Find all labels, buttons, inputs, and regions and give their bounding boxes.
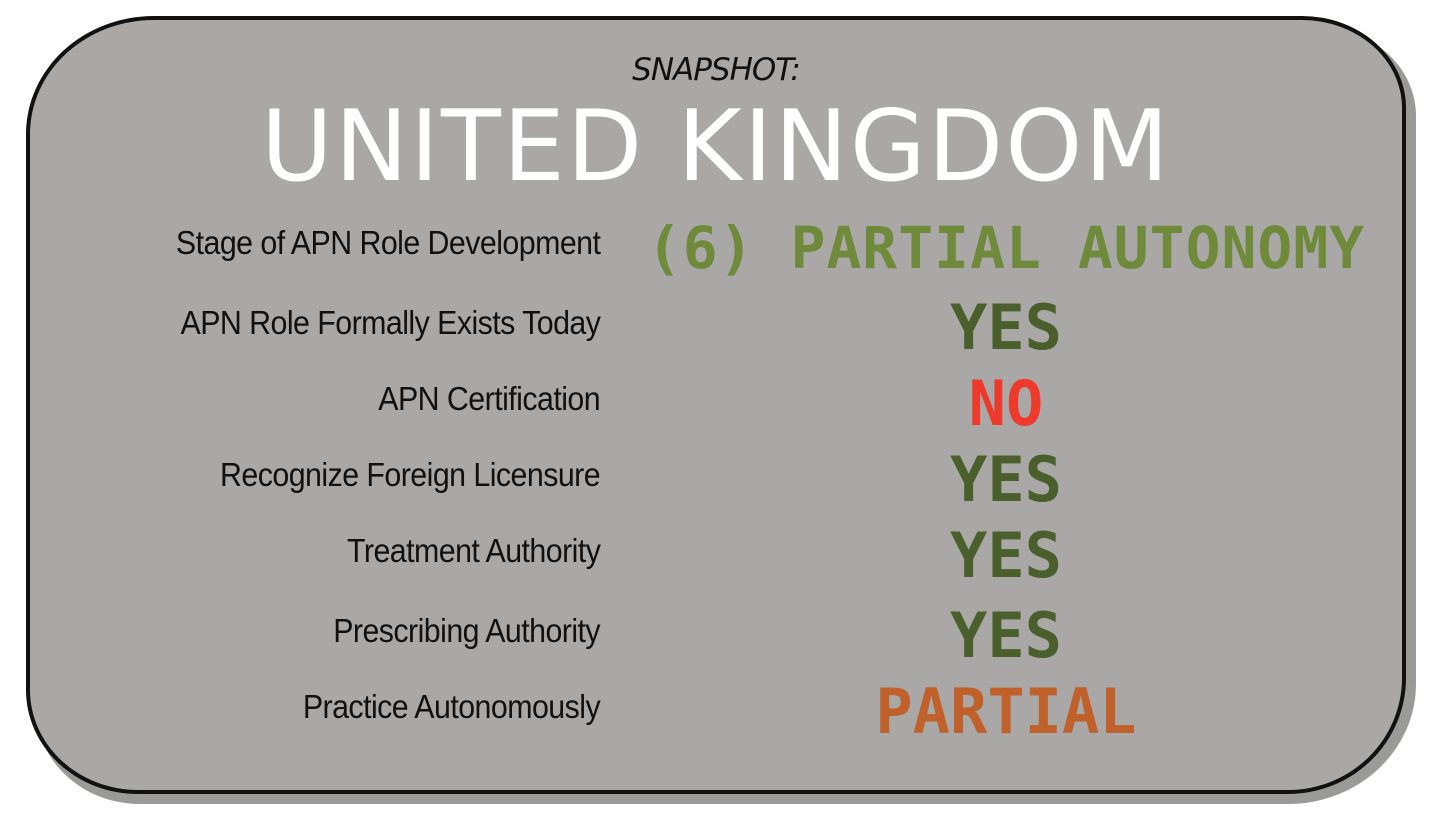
row-treatment-authority: Treatment Authority YES [0,518,1432,594]
row-stage: Stage of APN Role Development (6) PARTIA… [0,210,1432,286]
row-value: YES [950,443,1062,516]
snapshot-subtitle: SNAPSHOT: [632,52,801,88]
row-label: Recognize Foreign Licensure [219,456,601,493]
row-label: Stage of APN Role Development [175,224,601,261]
row-label: Treatment Authority [346,532,601,569]
row-value: YES [950,519,1062,592]
row-label: Prescribing Authority [333,612,600,649]
row-certification: APN Certification NO [0,366,1432,442]
row-value: NO [968,367,1044,440]
row-value: YES [950,599,1062,672]
row-role-exists: APN Role Formally Exists Today YES [0,290,1432,366]
row-value: YES [950,291,1062,364]
row-prescribing-authority: Prescribing Authority YES [0,598,1432,674]
snapshot-card [26,16,1406,794]
row-value: (6) PARTIAL AUTONOMY [646,214,1366,282]
row-label: Practice Autonomously [302,688,601,725]
country-title: UNITED KINGDOM [261,90,1171,204]
row-foreign-licensure: Recognize Foreign Licensure YES [0,442,1432,518]
row-label: APN Certification [378,380,600,417]
row-practice-autonomously: Practice Autonomously PARTIAL [0,674,1432,750]
row-label: APN Role Formally Exists Today [180,304,600,341]
row-value: PARTIAL [875,675,1137,748]
